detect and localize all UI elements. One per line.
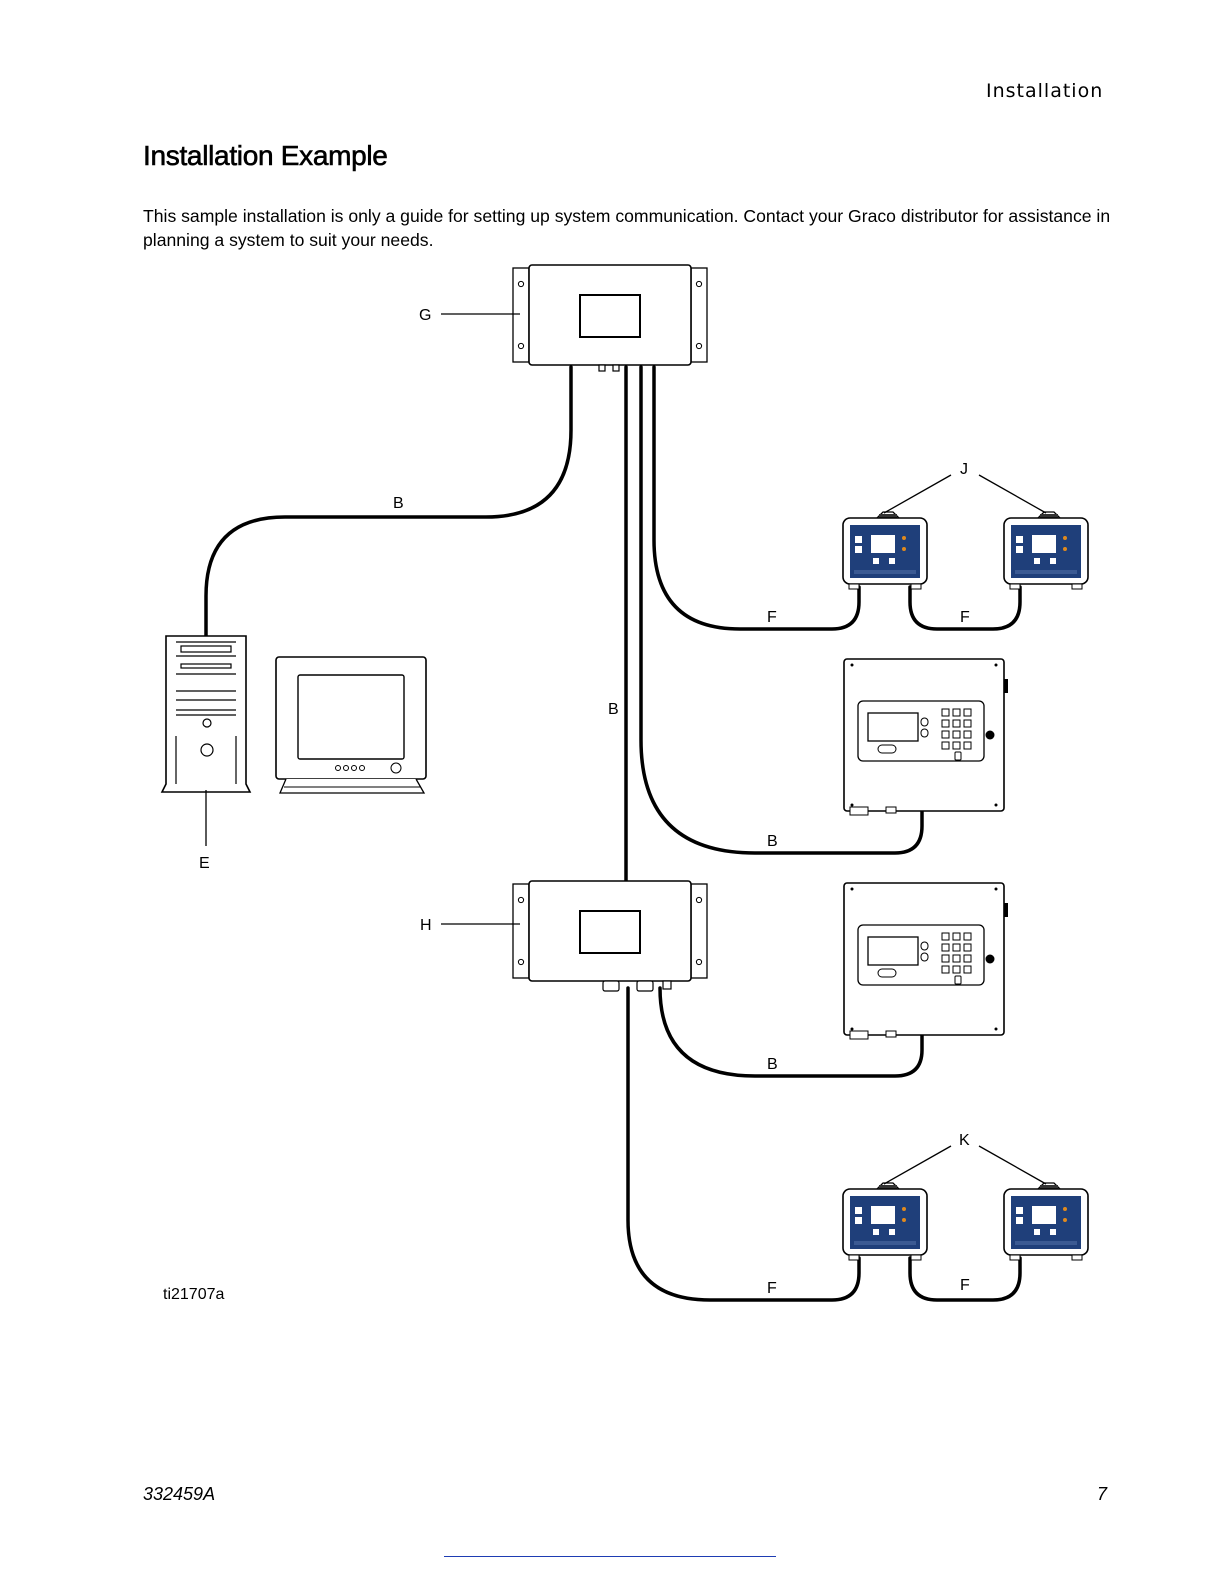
- cable-f-hub-g-to-meter: [654, 367, 859, 629]
- callout-f-3: F: [767, 1280, 777, 1297]
- callout-g: G: [419, 307, 431, 324]
- footer-link-underline[interactable]: [444, 1556, 776, 1557]
- cable-f-hub-h-to-meter: [628, 988, 859, 1300]
- meter-k-left: [843, 1183, 927, 1260]
- callout-b-lower: B: [767, 1056, 778, 1073]
- callout-b-upper: B: [767, 833, 778, 850]
- callout-h: H: [420, 917, 432, 934]
- callout-j: J: [960, 461, 968, 478]
- meter-k-right: [1004, 1183, 1088, 1260]
- callout-f-4: F: [960, 1277, 970, 1294]
- meter-j-left: [843, 512, 927, 589]
- control-station-lower: [844, 883, 1008, 1039]
- callout-f-1: F: [767, 609, 777, 626]
- callout-b-trunk: B: [608, 701, 619, 718]
- gateway-hub-g: [513, 265, 707, 371]
- page-number: 7: [1097, 1484, 1107, 1505]
- figure-id: ti21707a: [163, 1286, 224, 1303]
- document-number: 332459A: [143, 1484, 215, 1505]
- callout-e: E: [199, 855, 210, 872]
- callout-b-pc: B: [393, 495, 404, 512]
- gateway-hub-h: [513, 881, 707, 991]
- meter-j-right: [1004, 512, 1088, 589]
- cable-b-hub-g-to-pc: [206, 367, 571, 636]
- callout-k: K: [959, 1132, 970, 1149]
- computer-monitor: [276, 657, 426, 793]
- pc-tower: [162, 636, 250, 792]
- control-station-upper: [844, 659, 1008, 815]
- callout-f-2: F: [960, 609, 970, 626]
